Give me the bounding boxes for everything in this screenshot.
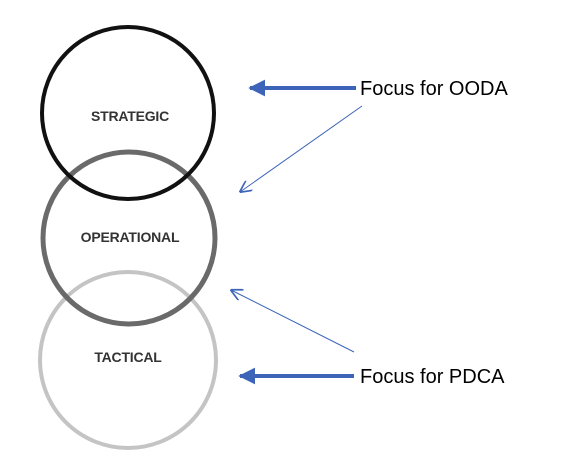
- tactical-circle: [38, 270, 218, 450]
- ooda-focus-text: Focus for OODA: [360, 78, 508, 100]
- pdca-operational-arrow: [231, 290, 355, 353]
- strategic-label: STRATEGIC: [91, 108, 169, 124]
- tactical-label: TACTICAL: [94, 349, 162, 365]
- operational-label: OPERATIONAL: [81, 229, 180, 245]
- pdca-focus-text: Focus for PDCA: [360, 366, 505, 388]
- strategic-circle: [40, 25, 216, 201]
- ooda-operational-arrow: [240, 105, 363, 192]
- operational-circle: [40, 149, 218, 327]
